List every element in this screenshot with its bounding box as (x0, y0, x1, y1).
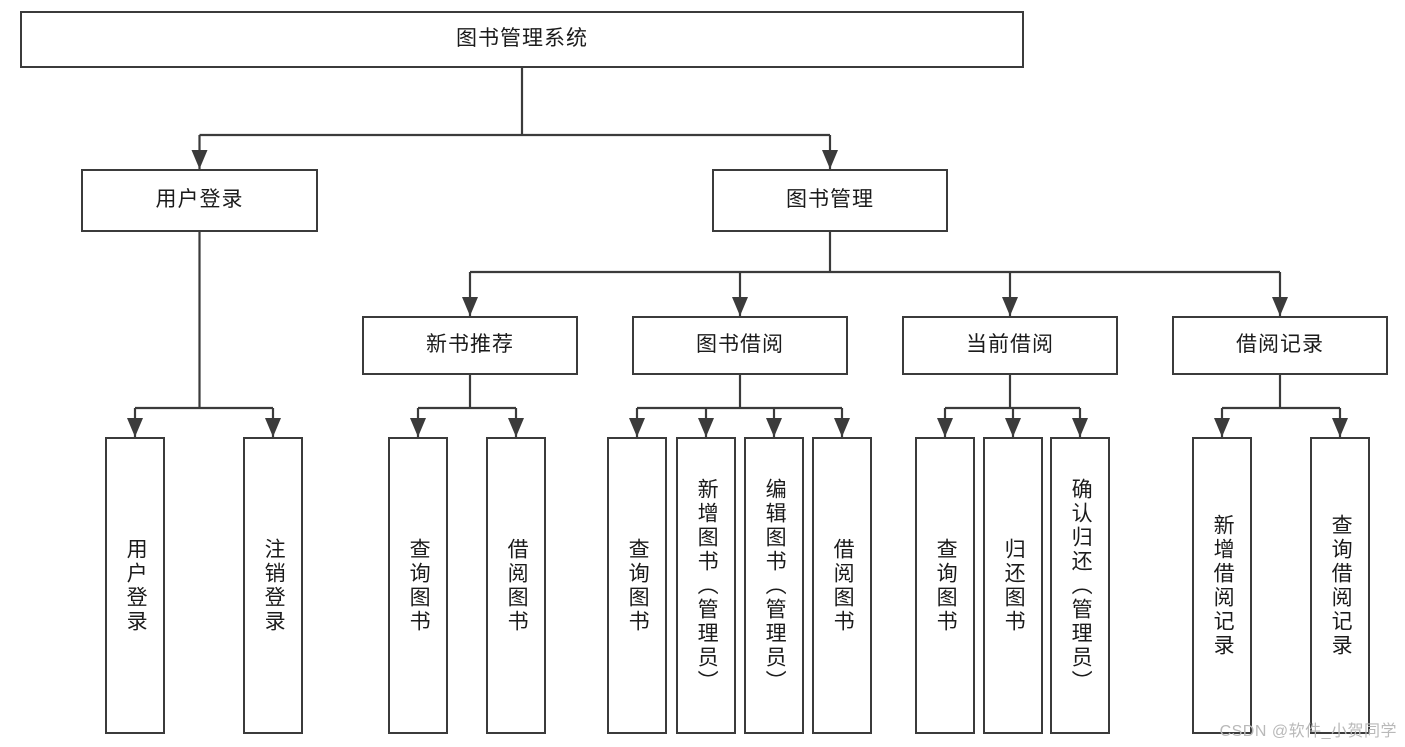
node-label: 用户登录 (155, 188, 244, 212)
arrowhead (698, 418, 714, 437)
node-leaf9[interactable]: 查询图书 (915, 437, 975, 734)
arrowhead (508, 418, 524, 437)
arrowhead (937, 418, 953, 437)
node-label: 确认归还（管理员） (1069, 477, 1093, 694)
node-leaf3[interactable]: 查询图书 (388, 437, 448, 734)
node-label: 编辑图书（管理员） (763, 477, 787, 694)
arrowhead (629, 418, 645, 437)
node-l2b[interactable]: 图书借阅 (632, 316, 848, 375)
node-label: 用户登录 (124, 537, 148, 634)
node-leaf6[interactable]: 新增图书（管理员） (676, 437, 736, 734)
node-leaf11[interactable]: 确认归还（管理员） (1050, 437, 1110, 734)
node-label: 借阅记录 (1236, 333, 1324, 357)
node-label: 借阅图书 (505, 537, 529, 634)
node-l2c[interactable]: 当前借阅 (902, 316, 1118, 375)
arrowhead (462, 297, 478, 316)
arrowhead (410, 418, 426, 437)
node-label: 归还图书 (1002, 537, 1026, 634)
arrowhead (822, 150, 838, 169)
arrowhead (766, 418, 782, 437)
node-leaf12[interactable]: 新增借阅记录 (1192, 437, 1252, 734)
node-leaf1[interactable]: 用户登录 (105, 437, 165, 734)
arrowhead (834, 418, 850, 437)
arrowhead (1272, 297, 1288, 316)
node-label: 注销登录 (262, 537, 286, 634)
node-label: 新增图书（管理员） (695, 477, 719, 694)
node-root[interactable]: 图书管理系统 (20, 11, 1024, 68)
node-l1a[interactable]: 用户登录 (81, 169, 318, 232)
watermark: CSDN @软件_小贺同学 (1219, 723, 1397, 740)
node-label: 查询借阅记录 (1329, 513, 1353, 658)
node-label: 图书管理系统 (456, 27, 588, 51)
node-label: 图书借阅 (696, 333, 784, 357)
arrowhead (127, 418, 143, 437)
node-label: 图书管理 (786, 188, 874, 212)
node-label: 查询图书 (934, 537, 958, 634)
node-label: 查询图书 (626, 537, 650, 634)
arrowhead (265, 418, 281, 437)
node-leaf10[interactable]: 归还图书 (983, 437, 1043, 734)
arrowhead (1072, 418, 1088, 437)
node-leaf8[interactable]: 借阅图书 (812, 437, 872, 734)
node-label: 当前借阅 (966, 333, 1054, 357)
node-leaf4[interactable]: 借阅图书 (486, 437, 546, 734)
arrowhead (191, 150, 208, 169)
node-l2d[interactable]: 借阅记录 (1172, 316, 1388, 375)
node-leaf13[interactable]: 查询借阅记录 (1310, 437, 1370, 734)
arrowhead (1214, 418, 1230, 437)
arrowhead (1332, 418, 1348, 437)
node-label: 新书推荐 (426, 333, 514, 357)
node-l2a[interactable]: 新书推荐 (362, 316, 578, 375)
arrowhead (1005, 418, 1021, 437)
arrowhead (732, 297, 748, 316)
arrowhead (1002, 297, 1018, 316)
node-label: 借阅图书 (831, 537, 855, 634)
node-leaf7[interactable]: 编辑图书（管理员） (744, 437, 804, 734)
node-label: 查询图书 (407, 537, 431, 634)
node-leaf5[interactable]: 查询图书 (607, 437, 667, 734)
node-leaf2[interactable]: 注销登录 (243, 437, 303, 734)
node-l1b[interactable]: 图书管理 (712, 169, 948, 232)
node-label: 新增借阅记录 (1211, 513, 1235, 658)
